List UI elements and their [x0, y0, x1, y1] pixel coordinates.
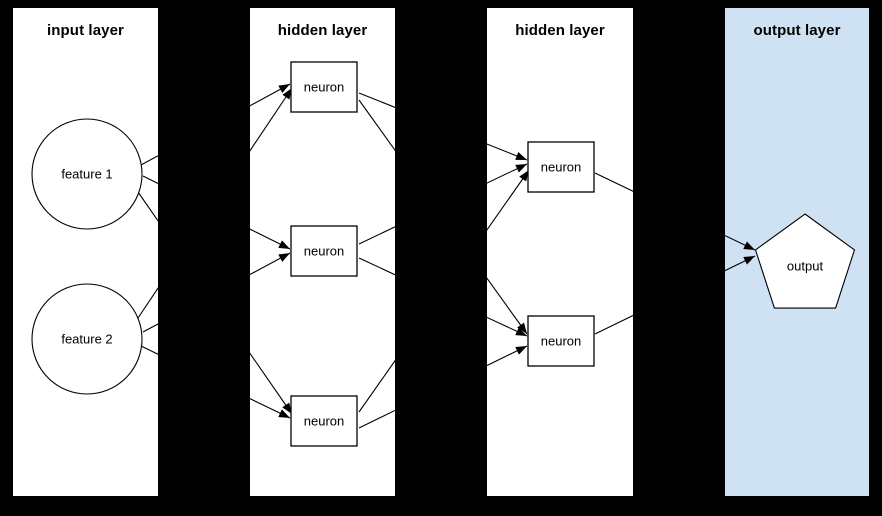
- arrowhead-hidden1-neuron-2: [278, 253, 290, 262]
- arrowhead-hidden1-neuron-1: [282, 88, 292, 100]
- arrowhead-group-hidden-2: [515, 152, 529, 355]
- edge-hidden2-neuron-2-to-output-node: [725, 255, 756, 272]
- arrowhead-hidden2-neuron-1: [519, 170, 529, 182]
- edge-group-output: [725, 234, 756, 272]
- hidden2-neuron-2-label: neuron: [540, 333, 582, 349]
- feature-2-label: feature 2: [61, 331, 113, 347]
- edge-hidden1-neuron-3-to-hidden2-neuron-1: [487, 169, 530, 231]
- node-shapes-input: [31, 118, 143, 395]
- edge-hidden1-neuron-2-to-hidden2-neuron-1: [358, 226, 395, 245]
- edge-feature-2-to-hidden1-neuron-2: [142, 323, 158, 333]
- edges-clipped-hidden-2: [487, 143, 633, 367]
- edge-hidden1-neuron-1-to-hidden2-neuron-1: [487, 143, 528, 161]
- edge-feature-1-to-hidden1-neuron-3: [137, 191, 158, 222]
- edge-feature-1-to-hidden1-neuron-2: [250, 228, 291, 250]
- output-label: output: [786, 258, 824, 274]
- layer-panel-hidden-2[interactable]: hidden layer neuron neuron: [487, 8, 633, 496]
- edge-feature-2-to-hidden1-neuron-3: [250, 398, 291, 419]
- edges-clipped-input: [137, 155, 158, 355]
- edge-group-hidden-2: [487, 143, 633, 367]
- arrowhead-group-output: [743, 241, 755, 265]
- edge-hidden1-neuron-3-to-hidden2-neuron-1: [358, 359, 395, 413]
- arrowhead-hidden2-neuron-1: [515, 152, 527, 160]
- edge-feature-2-to-hidden1-neuron-2: [250, 252, 291, 276]
- node-shapes-output: [754, 213, 856, 309]
- edge-feature-2-to-hidden1-neuron-3: [140, 345, 158, 355]
- arrowhead-hidden2-neuron-2: [515, 327, 527, 336]
- arrowhead-output-node: [743, 241, 755, 250]
- layer-title-hidden-1: hidden layer: [277, 22, 368, 39]
- hidden1-neuron-2-label: neuron: [303, 243, 345, 259]
- arrowhead-output-node: [743, 256, 755, 265]
- layer-title-input: input layer: [47, 22, 124, 39]
- edge-group-input: [137, 155, 158, 355]
- edge-feature-2-to-hidden1-neuron-1: [250, 87, 293, 152]
- hidden1-neuron-1-label: neuron: [303, 79, 345, 95]
- arrowhead-hidden1-neuron-2: [278, 240, 290, 249]
- layer-panel-input[interactable]: input layer feature 1 feature 2: [13, 8, 158, 496]
- edge-feature-1-to-hidden1-neuron-1: [250, 83, 291, 107]
- feature-1-label: feature 1: [61, 166, 113, 182]
- edge-feature-2-to-hidden1-neuron-1: [137, 287, 158, 319]
- edge-hidden2-neuron-2-to-output-node: [594, 314, 633, 335]
- edge-hidden1-neuron-1-to-hidden2-neuron-2: [358, 99, 395, 152]
- arrowhead-hidden2-neuron-2: [517, 322, 527, 334]
- arrowhead-hidden2-neuron-1: [515, 164, 527, 173]
- layer-title-output: output layer: [753, 22, 841, 39]
- edge-hidden1-neuron-3-to-hidden2-neuron-2: [358, 409, 395, 429]
- layer-title-hidden-2: hidden layer: [515, 22, 605, 39]
- edge-hidden2-neuron-1-to-output-node: [725, 234, 756, 251]
- layer-panel-output[interactable]: output layer output: [725, 8, 869, 496]
- edge-hidden1-neuron-1-to-hidden2-neuron-2: [487, 277, 528, 335]
- edge-hidden1-neuron-2-to-hidden2-neuron-1: [487, 163, 528, 184]
- arrowhead-hidden1-neuron-1: [278, 84, 290, 93]
- edge-hidden1-neuron-1-to-hidden2-neuron-1: [358, 92, 395, 108]
- hidden1-neuron-3-label: neuron: [303, 413, 345, 429]
- edge-feature-1-to-hidden1-neuron-3: [250, 352, 293, 415]
- edge-hidden1-neuron-2-to-hidden2-neuron-2: [358, 257, 395, 276]
- layer-panel-hidden-1[interactable]: hidden layer neuron neuron neuron: [250, 8, 395, 496]
- node-shapes-hidden-2: [527, 141, 595, 367]
- arrowhead-hidden1-neuron-3: [278, 409, 290, 418]
- hidden2-neuron-1-label: neuron: [540, 159, 582, 175]
- arrowhead-hidden1-neuron-3: [282, 402, 292, 414]
- edge-hidden1-neuron-3-to-hidden2-neuron-2: [487, 345, 528, 367]
- edge-feature-1-to-hidden1-neuron-1: [140, 155, 158, 166]
- edge-feature-1-to-hidden1-neuron-2: [142, 175, 158, 185]
- edge-hidden2-neuron-1-to-output-node: [594, 172, 633, 192]
- edge-hidden1-neuron-2-to-hidden2-neuron-2: [487, 316, 528, 337]
- edges-clipped-output: [725, 234, 756, 272]
- arrowhead-hidden2-neuron-2: [515, 346, 527, 355]
